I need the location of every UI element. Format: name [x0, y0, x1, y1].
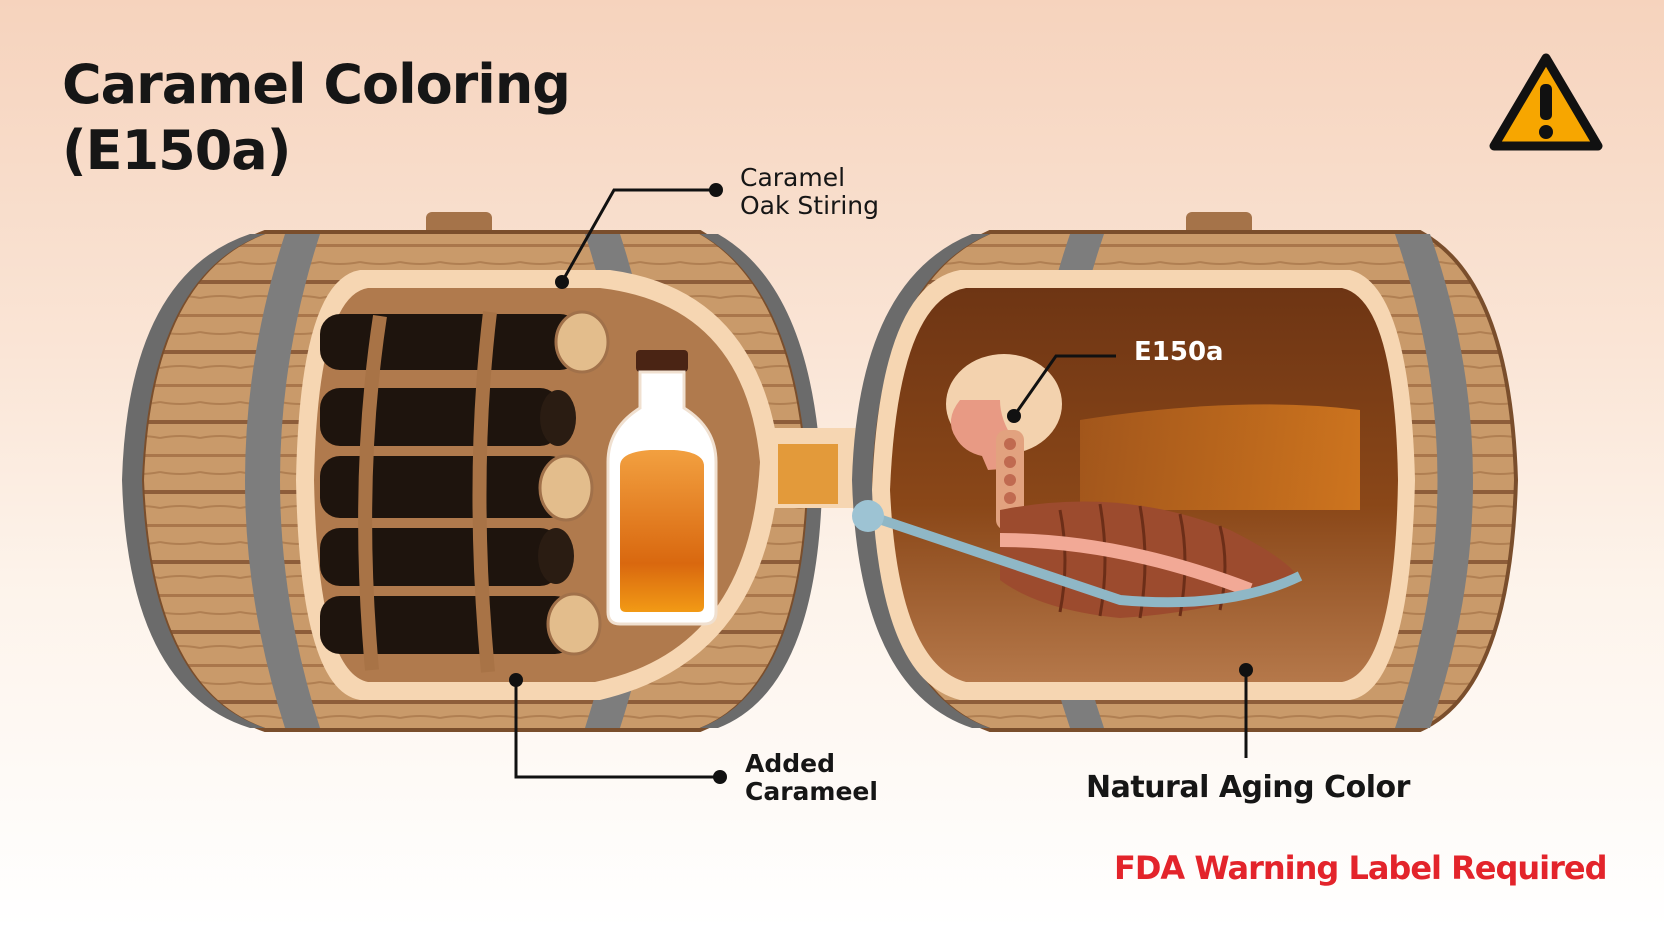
- callout-caramel-oak-line2: Oak Stiring: [740, 191, 879, 220]
- aging-color-band: [1080, 404, 1360, 510]
- callout-e150a: E150a: [1134, 337, 1224, 367]
- left-barrel-hoop: [245, 234, 320, 728]
- callout-added-caramel-line1: Added: [745, 749, 835, 778]
- left-barrel-hoop: [122, 234, 265, 728]
- left-barrel-hoop: [700, 234, 822, 728]
- right-barrel-hoop: [1395, 234, 1473, 728]
- page-title-line2: (E150a): [62, 119, 291, 182]
- right-barrel: [852, 212, 1519, 732]
- callout-caramel-oak-line1: Caramel: [740, 163, 846, 192]
- leader-caramel-oak: [560, 188, 716, 283]
- leader-added-caramel: [514, 680, 720, 779]
- page-title: Caramel Coloring (E150a): [62, 52, 571, 184]
- human-anatomy-icon: [852, 354, 1303, 619]
- whiskey-bottle-icon: [606, 350, 718, 626]
- callout-caramel-oak: Caramel Oak Stiring: [740, 164, 879, 220]
- right-barrel-hoop: [852, 234, 990, 728]
- callout-natural-aging: Natural Aging Color: [1086, 770, 1410, 805]
- charred-oak-logs: [320, 310, 610, 673]
- barrel-connector-pipe-inner: [778, 444, 838, 504]
- fda-warning-label: FDA Warning Label Required: [1114, 849, 1608, 887]
- leader-e150a: [1012, 354, 1116, 417]
- leader-dots: [509, 183, 1253, 784]
- left-barrel: [122, 212, 822, 732]
- callout-added-caramel-line2: Carameel: [745, 777, 878, 806]
- callout-added-caramel: Added Carameel: [745, 750, 878, 806]
- warning-triangle-icon: [1489, 53, 1603, 151]
- nerve-node-icon: [852, 500, 884, 532]
- callout-leaders: [514, 188, 1248, 779]
- page-title-line1: Caramel Coloring: [62, 53, 571, 116]
